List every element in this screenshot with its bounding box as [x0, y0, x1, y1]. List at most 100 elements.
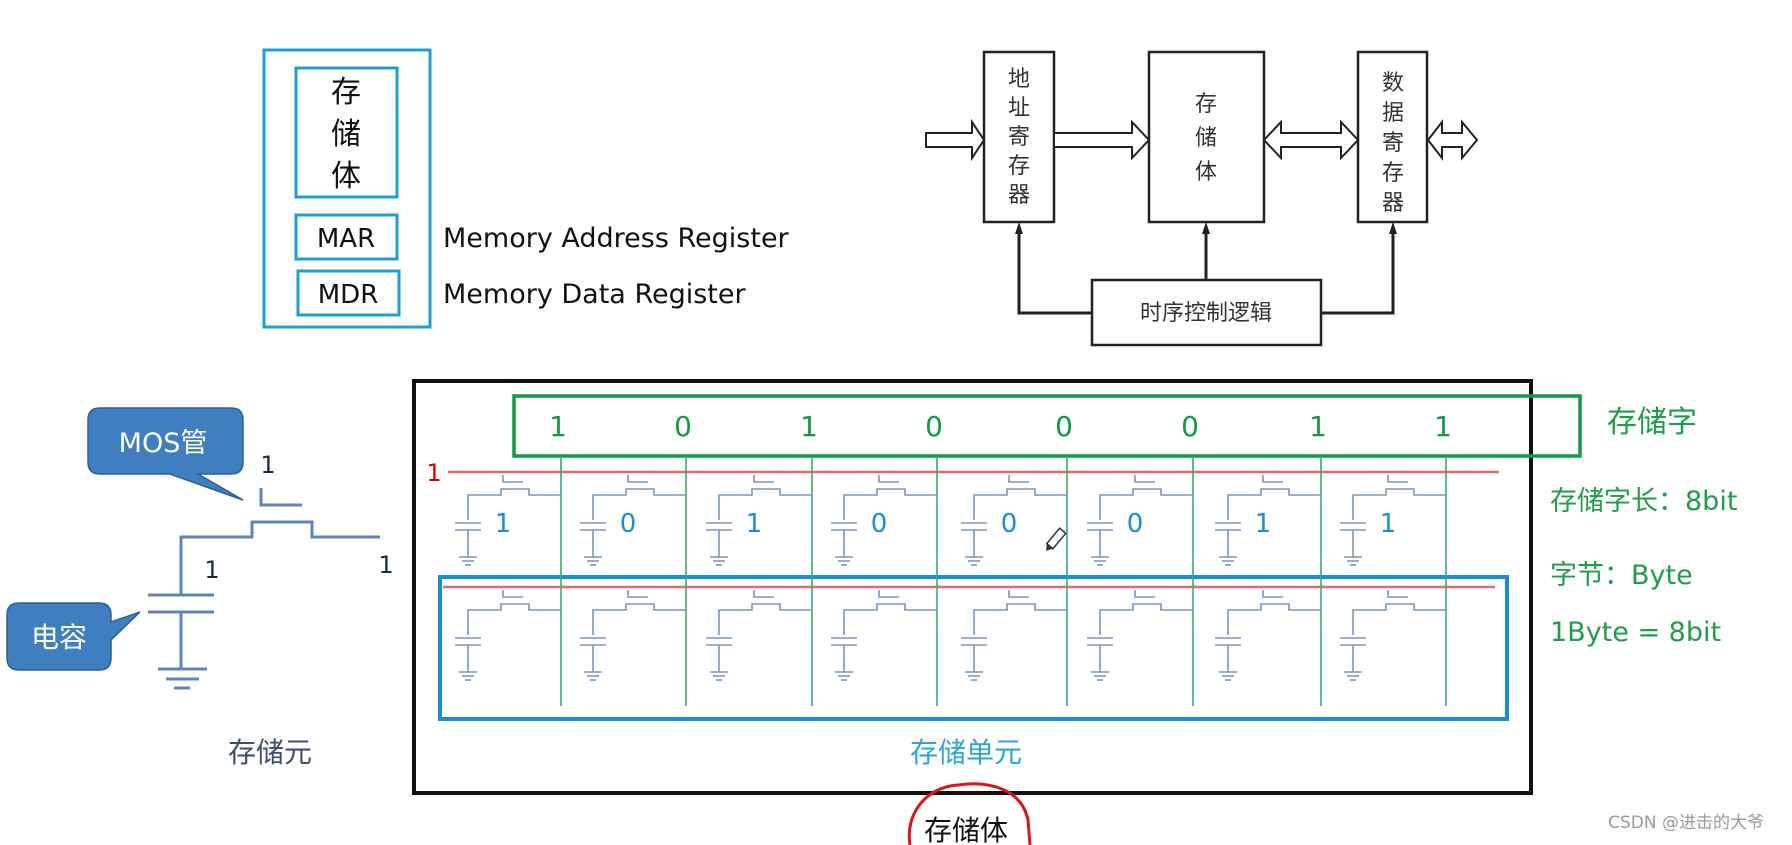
- word-bit-value: 1: [1434, 410, 1452, 443]
- mos-gate: [1387, 475, 1408, 483]
- mos-channel: [718, 488, 812, 520]
- storage-body-caption: 存储体: [924, 814, 1008, 845]
- gate-value: 1: [260, 451, 275, 479]
- storage-word-box: [512, 394, 1582, 458]
- cell-bit-value: 1: [495, 509, 512, 539]
- capacitor-callout: [6, 602, 141, 671]
- legend-storage-char: 储: [331, 117, 361, 152]
- data-output-bidirectional-arrow-icon: [1426, 119, 1479, 161]
- storage-element: MOS管 电容 1 1 1 存储元: [6, 407, 394, 769]
- address-register-char: 址: [1008, 96, 1030, 121]
- mar-box: [294, 213, 399, 261]
- address-register-char: 寄: [1008, 125, 1030, 150]
- storage-cell: [1340, 475, 1446, 566]
- storage-cell: [706, 590, 812, 681]
- storage-cell: [1215, 475, 1321, 566]
- legend-storage-char: 体: [331, 159, 361, 194]
- storage-cell: [961, 590, 1067, 681]
- storage-cell: [455, 590, 561, 681]
- cell-bit-value: 0: [1001, 509, 1018, 539]
- data-register-char: 据: [1382, 101, 1404, 126]
- storage-cell: [455, 475, 561, 566]
- mos-gate: [1387, 590, 1408, 598]
- address-register-char: 存: [1008, 154, 1030, 179]
- cell-bit-value: 1: [1255, 509, 1272, 539]
- storage-cell: [961, 475, 1067, 566]
- mos-channel: [1099, 488, 1193, 520]
- mos-channel: [1227, 488, 1321, 520]
- storage-cell: [1340, 590, 1446, 681]
- control-line-address: [1017, 228, 1092, 315]
- mos-channel: [179, 520, 380, 595]
- word-bit-value: 1: [1309, 410, 1327, 443]
- storage-body-char: 储: [1195, 126, 1217, 151]
- side-notes: 存储字 存储字长：8bit 字节：Byte 1Byte = 8bit: [1550, 405, 1737, 648]
- mar-description: Memory Address Register: [443, 223, 790, 254]
- storage-cell: [580, 475, 686, 566]
- word-bit-value: 0: [1055, 410, 1073, 443]
- mos-channel: [467, 488, 561, 520]
- mos-channel: [843, 488, 937, 520]
- arrowhead-icon: [1202, 222, 1210, 234]
- mdr-description: Memory Data Register: [443, 279, 747, 310]
- watermark: CSDN @进击的大爷: [1608, 813, 1764, 833]
- mar-label: MAR: [317, 224, 375, 254]
- data-register-char: 数: [1382, 71, 1404, 96]
- address-to-storage-arrow-icon: [1053, 119, 1151, 161]
- capacitor-callout-label: 电容: [31, 621, 87, 654]
- storage-body-box: [1147, 50, 1266, 224]
- data-register-char: 存: [1382, 161, 1404, 186]
- arrowhead-icon: [1015, 222, 1023, 234]
- data-register-char: 寄: [1382, 131, 1404, 156]
- mos-gate: [753, 590, 774, 598]
- mos-channel: [843, 603, 937, 635]
- storage-body-char: 体: [1195, 160, 1217, 185]
- timing-control-label: 时序控制逻辑: [1140, 301, 1272, 326]
- mdr-label: MDR: [318, 280, 379, 310]
- storage-unit-box: [438, 575, 1509, 721]
- word-line-value: 1: [426, 459, 441, 487]
- word-bit-value: 1: [549, 410, 567, 443]
- storage-word-label: 存储字: [1607, 405, 1697, 440]
- mos-gate: [502, 590, 523, 598]
- word-bit-value: 0: [925, 410, 943, 443]
- storage-body-char: 存: [1195, 92, 1217, 117]
- legend-outer-frame: [262, 48, 432, 329]
- mos-channel: [467, 603, 561, 635]
- mos-channel: [718, 603, 812, 635]
- storage-cell: [831, 475, 937, 566]
- word-bit-value: 1: [800, 410, 818, 443]
- storage-cell: [831, 590, 937, 681]
- mos-gate: [753, 475, 774, 483]
- word-bit-value: 0: [1181, 410, 1199, 443]
- mos-channel: [1352, 488, 1446, 520]
- mos-channel: [1227, 603, 1321, 635]
- cell-bit-value: 0: [1127, 509, 1144, 539]
- mdr-box: [296, 269, 401, 317]
- mos-channel: [973, 488, 1067, 520]
- word-bit-value: 0: [674, 410, 692, 443]
- storage-cell: [1087, 590, 1193, 681]
- address-input-arrow-icon: [925, 118, 986, 162]
- legend-storage-box: [294, 66, 399, 199]
- mos-gate: [502, 475, 523, 483]
- mos-channel: [592, 603, 686, 635]
- storage-data-bidirectional-arrow-icon: [1262, 119, 1360, 161]
- mos-channel: [1099, 603, 1193, 635]
- block-diagram-labels: 地 址 寄 存 器 存 储 体 数 据 寄 存 器 时序控制逻辑: [1008, 67, 1404, 326]
- cell-bit-value: 0: [871, 509, 888, 539]
- cell-bit-value: 1: [746, 509, 763, 539]
- mos-gate: [1262, 475, 1283, 483]
- data-register-box: [1356, 50, 1429, 224]
- storage-cell: [1087, 475, 1193, 566]
- byte-label: 字节：Byte: [1550, 560, 1693, 591]
- address-register-char: 地: [1008, 67, 1030, 92]
- arrowhead-icon: [1389, 222, 1397, 234]
- legend-box: 存 储 体 MAR MDR Memory Address Register Me…: [262, 48, 790, 329]
- storage-cell: [706, 475, 812, 566]
- mos-gate: [1134, 475, 1155, 483]
- mos-gate: [1134, 590, 1155, 598]
